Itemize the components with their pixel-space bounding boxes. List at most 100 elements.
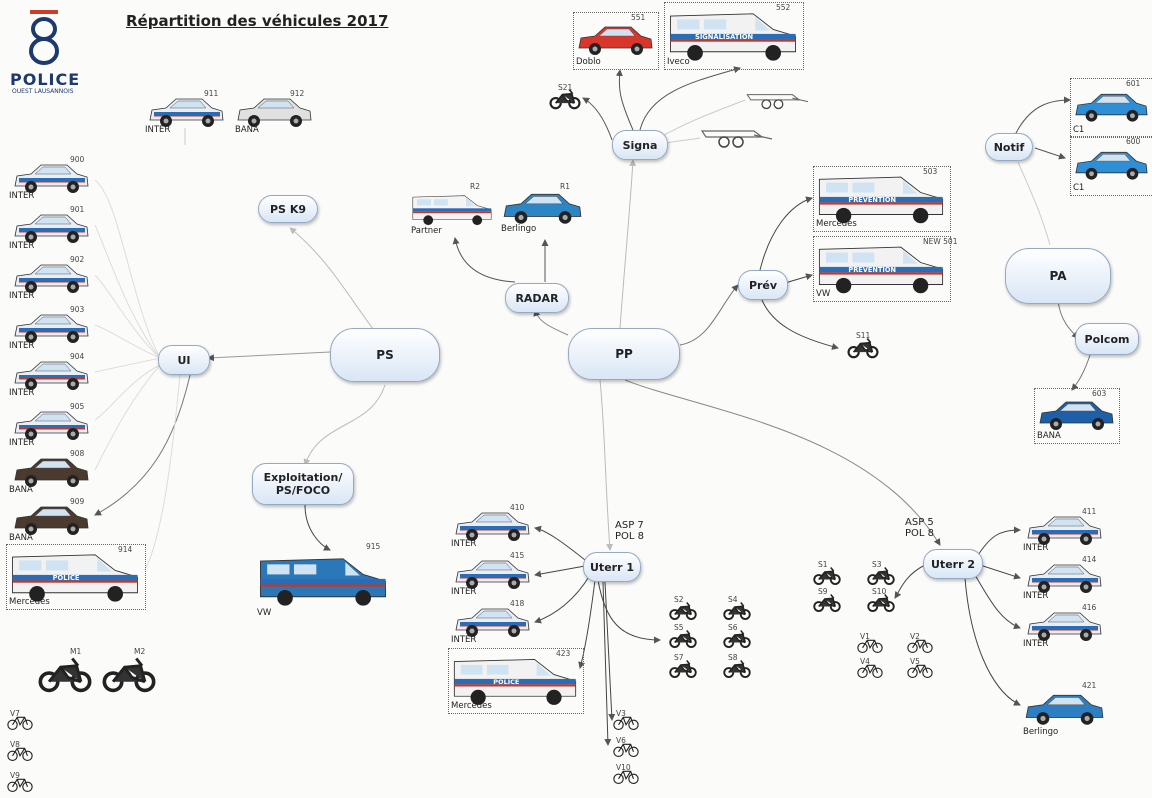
- notif-601-number: 601: [1126, 79, 1141, 88]
- bike-V2: [906, 635, 934, 655]
- signa-552-label: Iveco: [667, 57, 690, 67]
- moto-s21-number: S21: [558, 83, 573, 92]
- ui-car-904-label: INTER: [9, 388, 35, 398]
- moto-S7: [668, 656, 698, 680]
- uterr1-car-410: [450, 506, 534, 546]
- trailer-2: [694, 118, 774, 154]
- polcom-603-label: BANA: [1037, 431, 1061, 441]
- uterr1-car-415-number: 415: [510, 551, 525, 560]
- node-uterr1[interactable]: Uterr 1: [583, 552, 641, 582]
- signa-552-number: 552: [776, 3, 791, 12]
- radar-r1-label: Berlingo: [501, 224, 537, 234]
- notif-600-number: 600: [1126, 137, 1141, 146]
- logo-text: POLICE: [10, 70, 81, 89]
- uterr1-van-423-frame: [448, 648, 584, 714]
- svg-text:SIGNALISATION: SIGNALISATION: [695, 33, 753, 41]
- uterr2-car-416-number: 416: [1082, 603, 1097, 612]
- ui-car-909: [8, 500, 94, 540]
- prev-503-label: Mercedes: [816, 219, 857, 229]
- moto-S2-number: S2: [674, 595, 684, 604]
- radar-r2: [410, 185, 494, 233]
- uterr1-pol: POL 8: [615, 531, 645, 542]
- ui-van-914-label: Mercedes: [9, 597, 50, 607]
- prev-501-number: NEW 501: [923, 237, 958, 246]
- node-notif[interactable]: Notif: [985, 133, 1033, 161]
- prev-501-label: VW: [816, 289, 831, 299]
- uterr2-car-414-label: INTER: [1023, 591, 1049, 601]
- uterr1-car-410-label: INTER: [451, 539, 477, 549]
- ui-van-914-number: 914: [118, 545, 133, 554]
- node-ui[interactable]: UI: [158, 345, 210, 375]
- node-pa[interactable]: PA: [1005, 248, 1111, 304]
- node-uterr2[interactable]: Uterr 2: [923, 549, 983, 579]
- bike-V7-number: V7: [10, 709, 20, 718]
- prev-503-number: 503: [923, 167, 938, 176]
- signa-552: SIGNALISATION: [666, 6, 800, 64]
- uterr2-car-416: [1022, 606, 1106, 646]
- bike-V2-number: V2: [910, 632, 920, 641]
- node-radar[interactable]: RADAR: [505, 283, 569, 313]
- moto-s11: [846, 334, 880, 360]
- van-915-label: VW: [257, 608, 272, 618]
- ui-car-900: [8, 158, 94, 198]
- moto-S5: [668, 626, 698, 650]
- uterr1-car-415-label: INTER: [451, 587, 477, 597]
- moto-m1-number: M1: [70, 647, 82, 656]
- moto-S8-number: S8: [728, 653, 738, 662]
- moto-S6: [722, 626, 752, 650]
- ui-car-908: [8, 452, 94, 492]
- ui-car-900-number: 900: [70, 155, 85, 164]
- ui-car-904: [8, 355, 94, 395]
- uterr1-van-423: POLICE: [450, 652, 580, 708]
- uterr2-car-421-number: 421: [1082, 681, 1097, 690]
- uterr2-car-411-label: INTER: [1023, 543, 1049, 553]
- notif-600: [1072, 140, 1150, 190]
- node-prev[interactable]: Prév: [738, 270, 788, 300]
- moto-s11-number: S11: [856, 331, 871, 340]
- ui-car-903: [8, 308, 94, 348]
- moto-S6-number: S6: [728, 623, 738, 632]
- signa-551-label: Doblo: [576, 57, 601, 67]
- moto-S4: [722, 598, 752, 622]
- car-912-label: BANA: [235, 125, 259, 135]
- ui-car-908-number: 908: [70, 449, 85, 458]
- moto-s21: [548, 86, 582, 110]
- notif-600-frame: [1070, 136, 1152, 196]
- car-912: [234, 92, 314, 132]
- ui-car-902: [8, 258, 94, 298]
- radar-r2-label: Partner: [411, 226, 442, 236]
- node-ps-k9[interactable]: PS K9: [258, 195, 318, 223]
- bike-V6: [612, 739, 640, 759]
- uterr2-car-416-label: INTER: [1023, 639, 1049, 649]
- node-ps[interactable]: PS: [330, 328, 440, 382]
- moto-S9: [812, 590, 842, 614]
- node-polcom[interactable]: Polcom: [1075, 323, 1139, 355]
- ui-car-908-label: BANA: [9, 485, 33, 495]
- signa-551-frame: [573, 12, 659, 70]
- notif-601-label: C1: [1073, 125, 1085, 135]
- node-pp[interactable]: PP: [568, 328, 680, 380]
- radar-r1-number: R1: [560, 182, 570, 191]
- trailer-1: [738, 86, 812, 112]
- car-911: [144, 92, 228, 132]
- uterr1-car-418-label: INTER: [451, 635, 477, 645]
- radar-r1: [500, 185, 584, 231]
- notif-600-label: C1: [1073, 183, 1085, 193]
- ui-car-904-number: 904: [70, 352, 85, 361]
- prev-501: PREVENTION: [815, 240, 947, 296]
- moto-S5-number: S5: [674, 623, 684, 632]
- node-exploitation[interactable]: Exploitation/ PS/FOCO: [252, 463, 354, 505]
- ui-car-901-number: 901: [70, 205, 85, 214]
- ui-car-901: [8, 208, 94, 248]
- ui-car-905: [8, 405, 94, 445]
- moto-S7-number: S7: [674, 653, 684, 662]
- bike-V1: [856, 635, 884, 655]
- uterr2-car-421: [1022, 684, 1106, 734]
- polcom-603: [1036, 392, 1116, 438]
- bike-V9-number: V9: [10, 771, 20, 780]
- uterr1-car-415: [450, 554, 534, 594]
- bike-V4-number: V4: [860, 657, 870, 666]
- ui-car-905-number: 905: [70, 402, 85, 411]
- uterr1-car-418-number: 418: [510, 599, 525, 608]
- node-signa[interactable]: Signa: [612, 130, 668, 160]
